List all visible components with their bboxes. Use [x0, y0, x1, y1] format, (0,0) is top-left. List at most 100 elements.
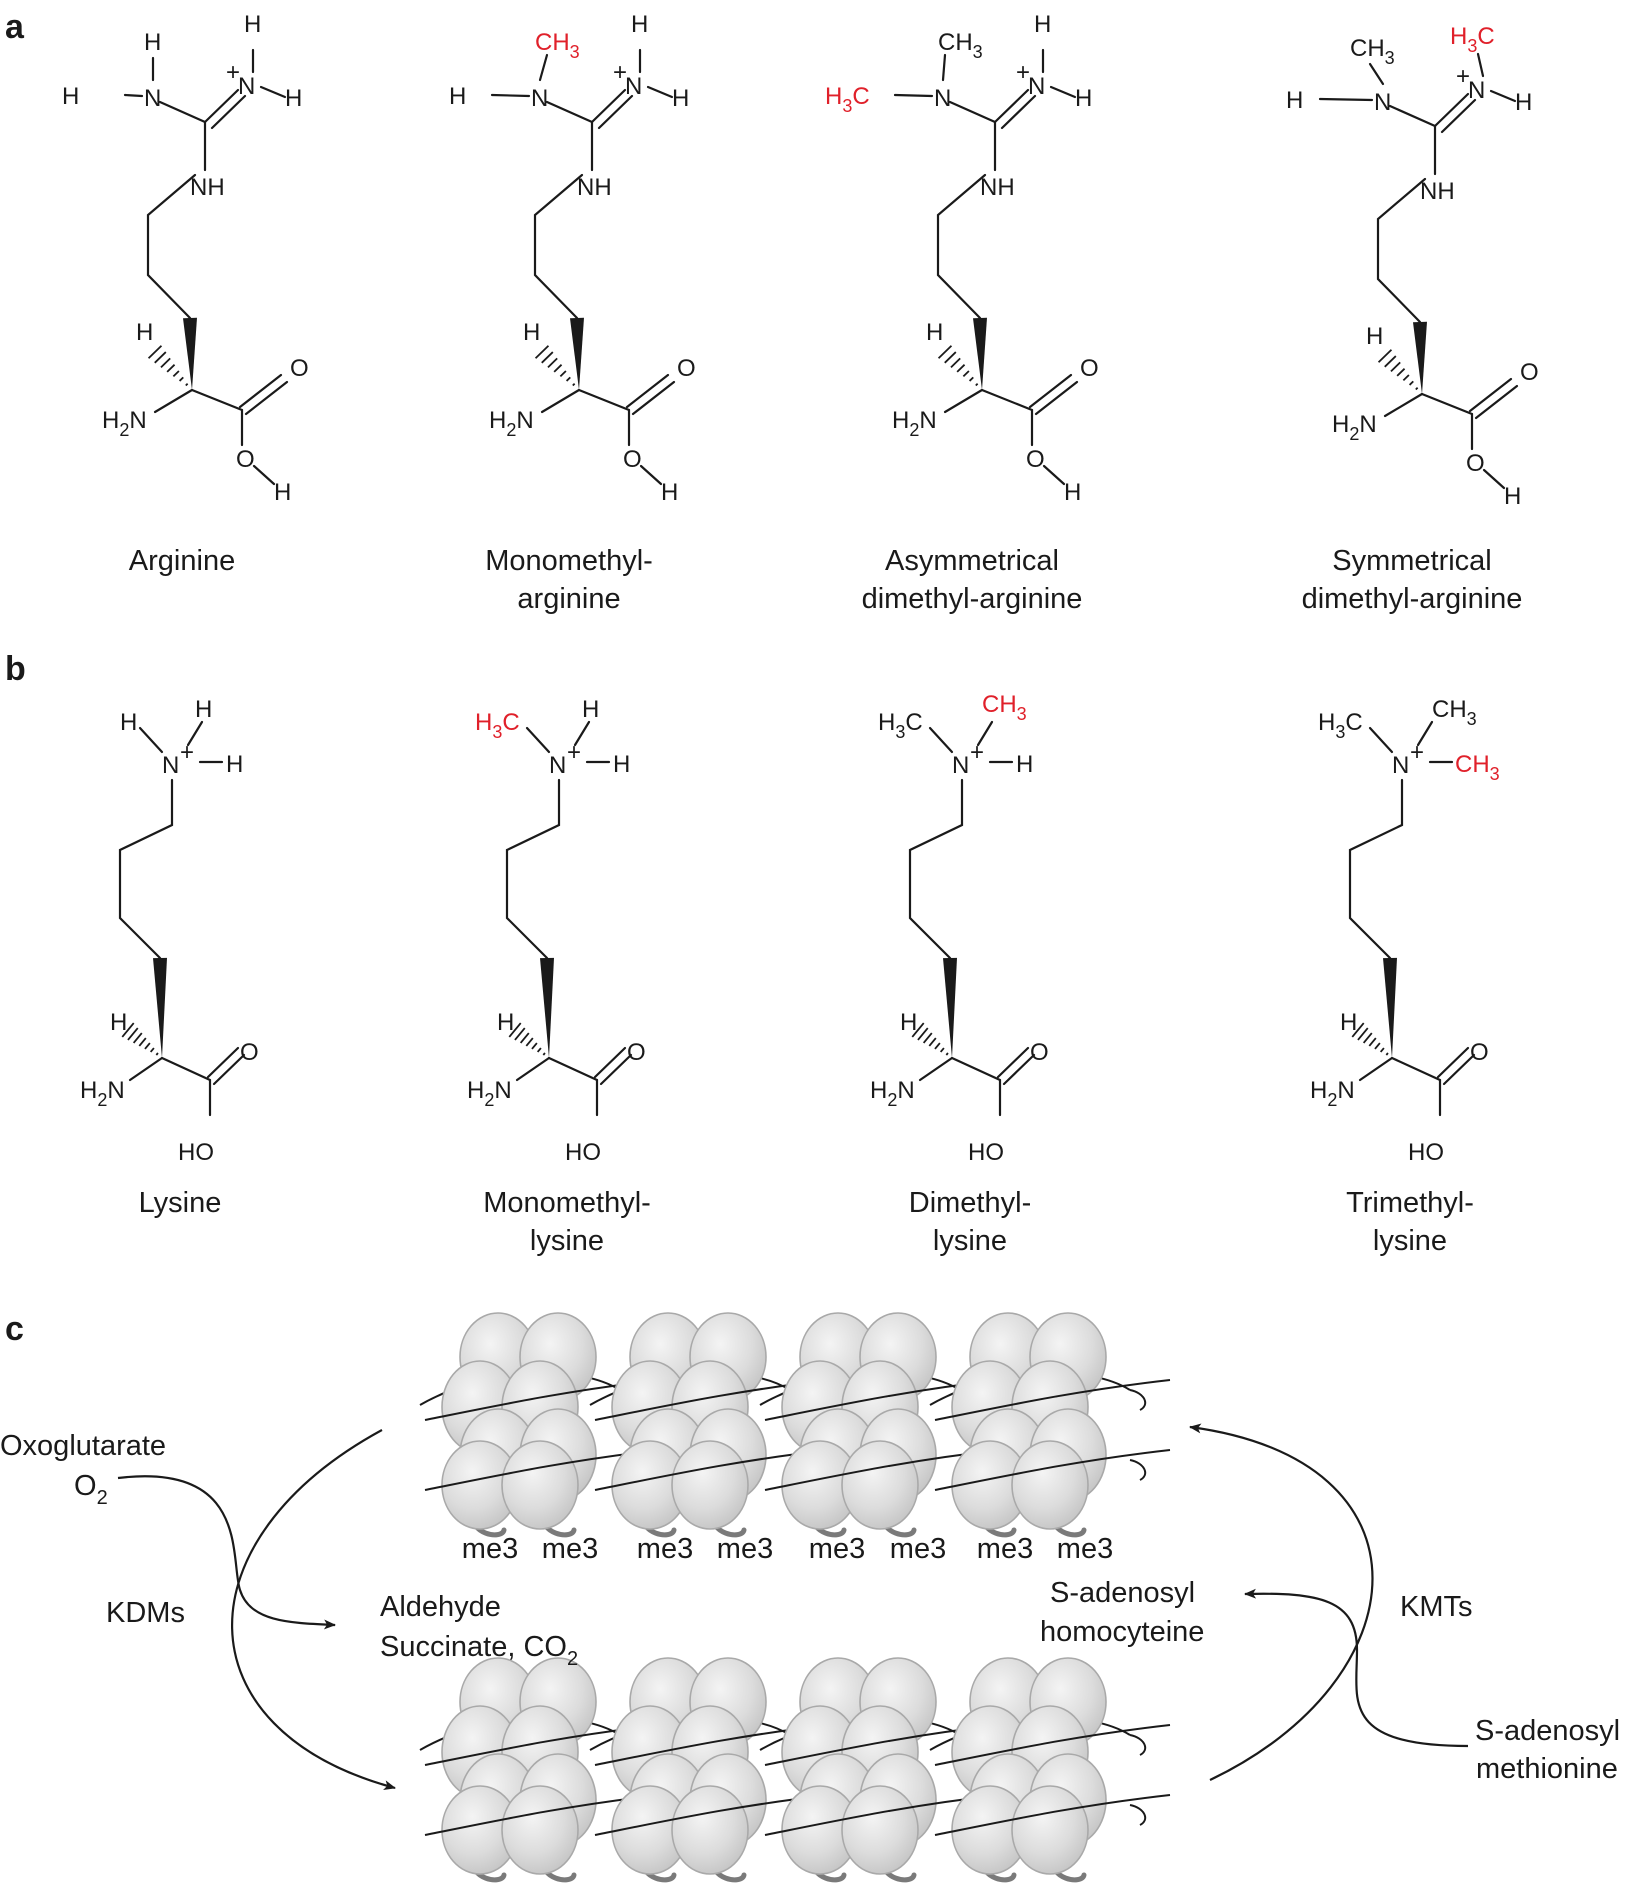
- nucleosome: [929, 1657, 1171, 1883]
- wedge-bond: [1383, 957, 1397, 1058]
- histone-subunit: [841, 1440, 919, 1530]
- bond: [1420, 392, 1474, 416]
- nucleosome: [929, 1312, 1171, 1538]
- positive-charge: +: [970, 739, 984, 766]
- bond: [593, 1046, 627, 1079]
- hydrogen-atom: H: [244, 11, 261, 38]
- panel-letter-c: c: [5, 1310, 24, 1348]
- panel-letter-b: b: [5, 650, 26, 688]
- histone-subunit: [1011, 1440, 1089, 1530]
- hydrogen-atom: H: [661, 479, 678, 506]
- side-chain: [1376, 177, 1427, 324]
- me3-label: me3: [977, 1533, 1033, 1565]
- bond: [128, 1056, 164, 1082]
- sam-to-sah-arrow: [1244, 1588, 1469, 1748]
- nucleosome: [759, 1657, 1001, 1883]
- bond: [928, 726, 954, 754]
- wedge-bond: [570, 317, 584, 390]
- methyl-group-new: H3C: [475, 709, 520, 742]
- oxygen-atom: O: [290, 355, 309, 382]
- hydrogen-atom: H: [1034, 11, 1051, 38]
- oxygen-atom: O: [623, 446, 642, 473]
- methyl-group: CH3: [938, 29, 983, 62]
- bond: [515, 1056, 551, 1082]
- dna-wrap: [934, 1794, 1171, 1836]
- bond: [1042, 464, 1066, 486]
- bond: [573, 720, 591, 747]
- bond: [1442, 1053, 1476, 1086]
- hashed-bond: [147, 345, 189, 387]
- hydrogen-atom: H: [1340, 1009, 1357, 1036]
- amine-group: H2N: [870, 1077, 915, 1110]
- hydrogen-atom: H: [1064, 479, 1081, 506]
- hydrogen-atom: H: [226, 751, 243, 778]
- asymmetrical-dimethyl-arginine-name-line-1: Asymmetrical: [885, 545, 1059, 577]
- hydrogen-atom: H: [613, 751, 630, 778]
- hydrogen-atom: H: [672, 85, 689, 112]
- bond: [1468, 377, 1513, 413]
- hydrogen-atom: H: [1366, 323, 1383, 350]
- me3-label: me3: [1057, 1533, 1113, 1565]
- hydrogen-atom: H: [449, 83, 466, 110]
- bond: [123, 93, 144, 98]
- bond: [153, 388, 194, 414]
- nitrogen-atom: N: [549, 752, 566, 779]
- nucleosome-array-unmethylated: [419, 1657, 1171, 1883]
- methyl-group-new: CH3: [982, 691, 1027, 724]
- hydrogen-atom: H: [523, 319, 540, 346]
- nitrogen-atom: N: [952, 752, 969, 779]
- side-chain: [505, 778, 561, 960]
- bond: [1390, 1056, 1442, 1082]
- positive-charge: +: [1410, 739, 1424, 766]
- amine-group: H2N: [80, 1077, 125, 1110]
- oxygen-atom: O: [1470, 1039, 1489, 1066]
- dna-wrap: [934, 1449, 1171, 1491]
- asymmetrical-dimethyl-arginine-name-line-2: dimethyl-arginine: [862, 583, 1083, 615]
- nh-group: NH: [577, 174, 612, 201]
- methyl-group-new: CH3: [1455, 751, 1500, 784]
- bond: [980, 388, 1034, 412]
- hashed-bond: [534, 345, 576, 387]
- methyl-group: CH3: [1350, 35, 1395, 68]
- bond: [631, 380, 676, 416]
- bond: [206, 1046, 240, 1079]
- hashed-bond: [121, 1022, 159, 1056]
- hydroxyl-group: HO: [1408, 1139, 1444, 1166]
- bond: [1368, 62, 1385, 86]
- side-chain: [1348, 778, 1404, 960]
- wedge-bond: [540, 957, 554, 1058]
- oxygen-atom: O: [1030, 1039, 1049, 1066]
- symmetrical-dimethyl-arginine-name-line-2: dimethyl-arginine: [1302, 583, 1523, 615]
- bond: [210, 94, 247, 130]
- monomethyl-arginine-name-line-1: Monomethyl-: [485, 545, 653, 577]
- methyl-group-new: H3C: [1450, 23, 1495, 56]
- s-adenosyl-homocysteine-line2: homocyteine: [1040, 1616, 1204, 1648]
- bond: [1388, 104, 1437, 128]
- bond: [993, 88, 1030, 124]
- bond: [1028, 373, 1073, 409]
- histone-subunit: [1011, 1785, 1089, 1875]
- bond: [490, 93, 531, 98]
- wedge-bond: [973, 317, 987, 390]
- hydrogen-atom: H: [144, 29, 161, 56]
- methyl-group: CH3: [1432, 696, 1477, 729]
- bond: [138, 726, 164, 754]
- oxygen-atom: O: [1080, 355, 1099, 382]
- trimethyl-lysine-name-line-2: lysine: [1373, 1225, 1447, 1257]
- nh-group: NH: [190, 174, 225, 201]
- dimethyl-lysine-name-line-1: Dimethyl-: [909, 1187, 1031, 1219]
- amine-group: H2N: [1332, 411, 1377, 444]
- me3-label: me3: [542, 1533, 598, 1565]
- nitrogen-atom: N: [934, 85, 951, 112]
- hydrogen-atom: H: [1286, 87, 1303, 114]
- hydrogen-atom: H: [1504, 483, 1521, 510]
- bond: [918, 1056, 954, 1082]
- amine-group: H2N: [489, 407, 534, 440]
- panel-b-lysine-structures: OHOHH2NN+HHHLysineOHOHH2NN+HHH3CMonometh…: [80, 691, 1500, 1257]
- oxygen-atom: O: [1520, 359, 1539, 386]
- nitrogen-atom: N: [1028, 73, 1045, 100]
